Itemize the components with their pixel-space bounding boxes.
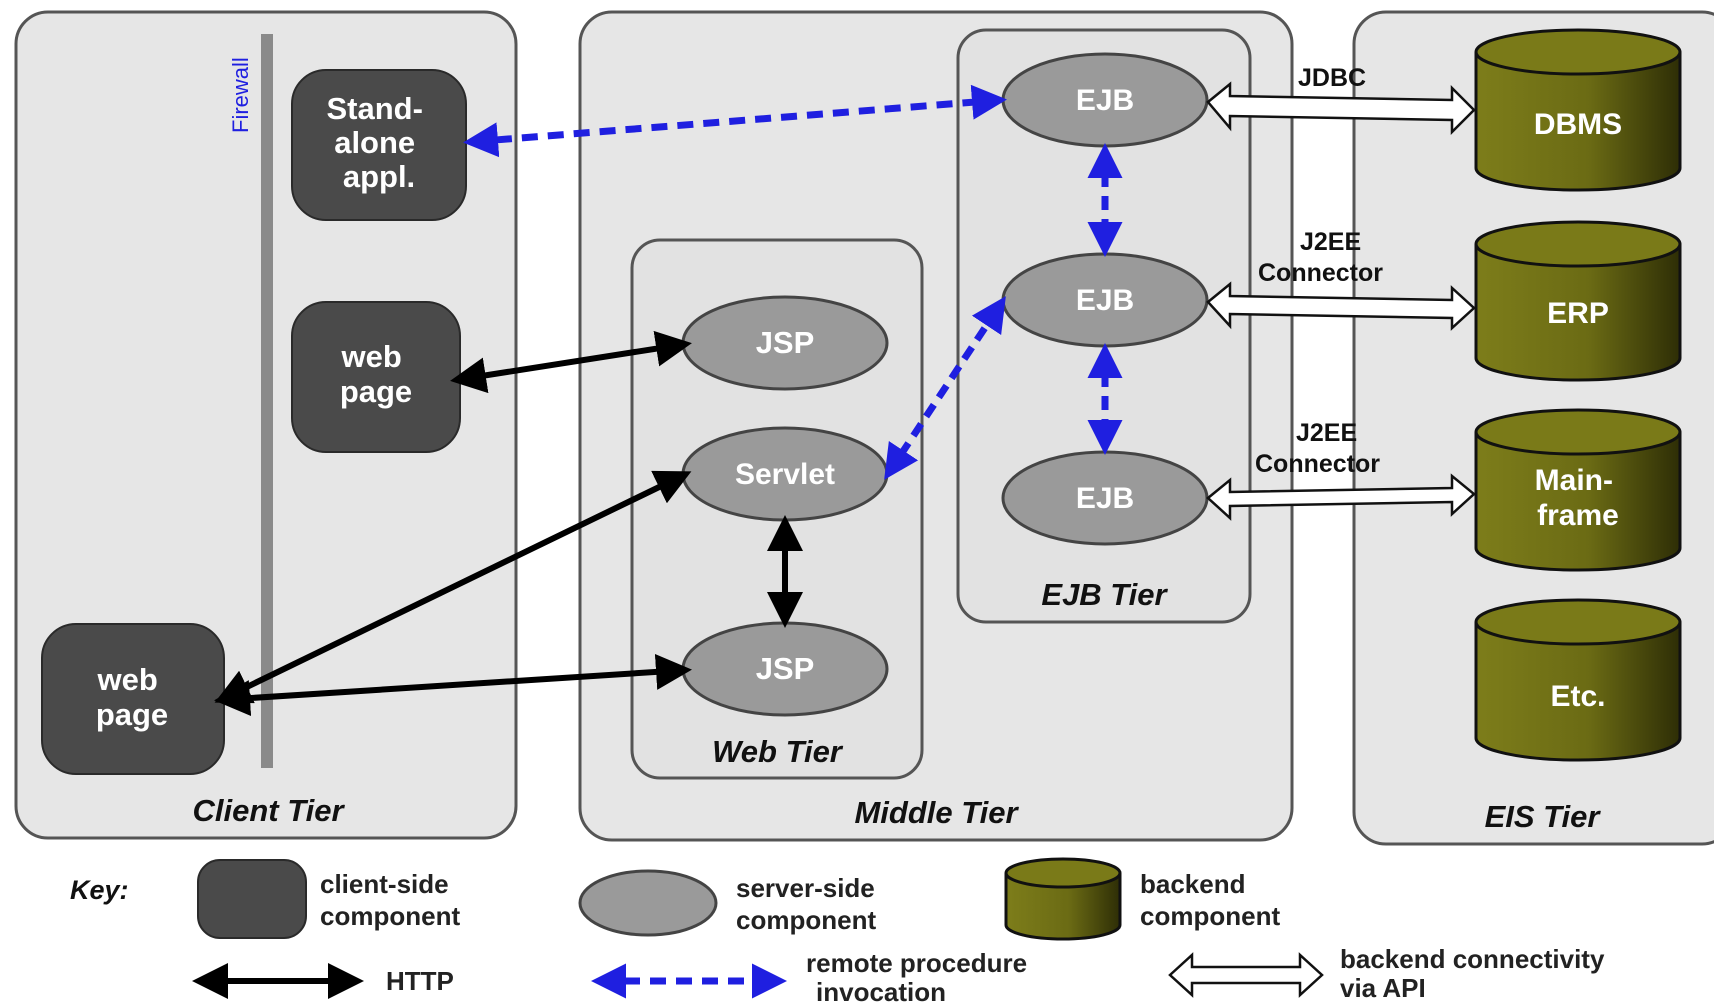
ejb-1-label: EJB — [1076, 84, 1134, 117]
webpage-bottom-line-2: page — [96, 697, 168, 732]
web-tier-label: Web Tier — [712, 734, 844, 769]
legend-api-arrow — [1168, 952, 1324, 998]
eis-tier-label: EIS Tier — [1485, 799, 1602, 834]
j2ee-2-line-2: Connector — [1255, 450, 1380, 478]
legend-api-line-2: via API — [1340, 973, 1426, 1003]
legend-client-side-line-1: client-side — [320, 869, 449, 899]
client-tier-label: Client Tier — [192, 793, 345, 828]
legend-api-line-1: backend connectivity — [1340, 944, 1605, 974]
firewall-label: Firewall — [228, 57, 253, 133]
legend-api-label: backend connectivity via API — [1340, 944, 1612, 1003]
servlet-label: Servlet — [735, 458, 835, 491]
webpage-top-label: web page — [340, 339, 412, 409]
legend-server-side-line-1: server-side — [736, 873, 875, 903]
rpc-arrow-standalone-to-ejb1 — [463, 84, 1007, 158]
j2ee-1-line-2: Connector — [1258, 259, 1383, 287]
legend-client-side-line-2: component — [320, 901, 460, 931]
middle-tier-label: Middle Tier — [854, 795, 1019, 830]
dbms-label: DBMS — [1534, 108, 1622, 141]
webpage-top-line-1: web — [341, 339, 402, 374]
jdbc-label: JDBC — [1298, 64, 1366, 92]
erp-label: ERP — [1547, 297, 1609, 330]
mainframe-line-2: frame — [1537, 499, 1619, 532]
webpage-bottom-line-1: web — [97, 662, 158, 697]
api-arrow-ejb2-to-erp — [1206, 281, 1476, 331]
api-arrow-ejb3-to-mainframe — [1206, 473, 1476, 521]
etc-cylinder — [1474, 598, 1682, 762]
ejb-3-label: EJB — [1076, 482, 1134, 515]
jsp-top-label: JSP — [756, 325, 815, 360]
legend-client-side-label: client-side component — [320, 869, 460, 931]
standalone-line-3: appl. — [343, 159, 415, 194]
mainframe-label: Main- frame — [1535, 464, 1622, 532]
legend-http-label: HTTP — [386, 966, 454, 996]
etc-line-1: Etc. — [1550, 680, 1605, 713]
legend-server-side-label: server-side component — [736, 873, 882, 935]
http-arrow-webpage-bottom-to-jsp — [214, 653, 692, 717]
legend-http-line-1: HTTP — [386, 966, 454, 996]
erp-line-1: ERP — [1547, 297, 1609, 330]
legend-rpc-line-1: remote procedure — [806, 948, 1027, 978]
j2ee-connector-2-label: J2EE Connector — [1255, 419, 1380, 478]
j2ee-connector-1-label: J2EE Connector — [1258, 228, 1383, 287]
ejb-2-label: EJB — [1076, 284, 1134, 317]
legend-backend-line-2: component — [1140, 901, 1280, 931]
jsp-bottom-label: JSP — [756, 651, 815, 686]
j2ee-1-line-1: J2EE — [1300, 228, 1361, 256]
ejb-tier-label: EJB Tier — [1041, 577, 1168, 612]
dbms-line-1: DBMS — [1534, 108, 1622, 141]
api-arrow-ejb1-to-dbms — [1206, 81, 1476, 136]
legend-rpc-line-2: invocation — [816, 977, 946, 1004]
legend-client-side-swatch — [197, 859, 307, 939]
legend-server-side-line-2: component — [736, 905, 876, 935]
http-arrow-webpage-top-to-jsp — [450, 330, 692, 394]
legend: Key: client-side component server-side c… — [70, 857, 1612, 1004]
erp-cylinder — [1474, 220, 1682, 382]
jdbc-line-1: JDBC — [1298, 64, 1366, 92]
legend-backend-label: backend component — [1140, 869, 1280, 931]
legend-server-side-swatch — [578, 869, 718, 937]
webpage-top-line-2: page — [340, 374, 412, 409]
standalone-line-2: alone — [334, 125, 415, 160]
webpage-bottom-label: web page — [96, 662, 168, 732]
standalone-app-label: Stand- alone appl. — [326, 91, 431, 194]
mainframe-line-1: Main- — [1535, 464, 1613, 497]
legend-rpc-label: remote procedure invocation — [806, 948, 1034, 1004]
rpc-arrow-servlet-to-ejb2 — [884, 296, 1006, 480]
legend-title: Key: — [70, 875, 129, 905]
standalone-line-1: Stand- — [326, 91, 422, 126]
legend-backend-swatch — [1004, 857, 1122, 941]
mainframe-cylinder — [1474, 408, 1682, 572]
legend-backend-line-1: backend — [1140, 869, 1246, 899]
etc-label: Etc. — [1550, 680, 1605, 713]
dbms-cylinder — [1474, 28, 1682, 192]
j2ee-2-line-1: J2EE — [1296, 419, 1357, 447]
